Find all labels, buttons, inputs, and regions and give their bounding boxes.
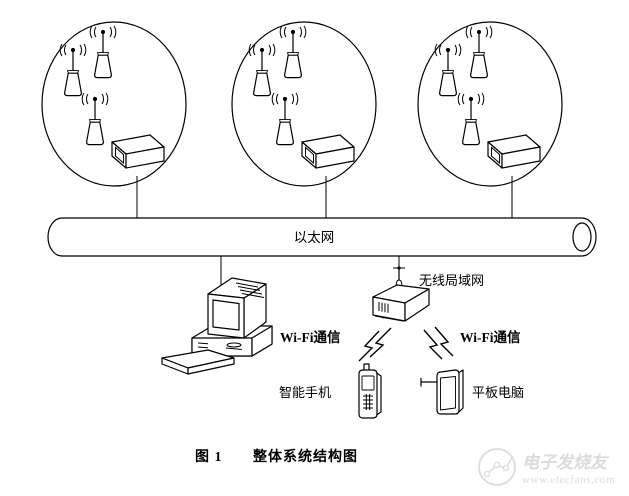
coverage-cell-3 — [417, 21, 563, 187]
smartphone-label: 智能手机 — [279, 385, 331, 400]
wlan-label: 无线局域网 — [419, 273, 484, 288]
smartphone-icon — [358, 363, 382, 419]
desktop-computer-icon — [161, 277, 273, 375]
wifi-link-left — [358, 327, 392, 362]
figure-caption-number: 图 1 — [195, 449, 223, 465]
wifi-link-right — [423, 326, 454, 360]
tablet-icon — [420, 369, 464, 415]
wifi-label-left: Wi-Fi通信 — [280, 329, 341, 345]
coverage-cell-2 — [231, 21, 377, 187]
coverage-cell-1 — [41, 21, 187, 187]
tablet-label: 平板电脑 — [472, 385, 524, 400]
ethernet-bus-label: 以太网 — [294, 230, 335, 245]
wifi-label-right: Wi-Fi通信 — [460, 329, 521, 345]
figure-caption-title: 整体系统结构图 — [252, 448, 358, 465]
